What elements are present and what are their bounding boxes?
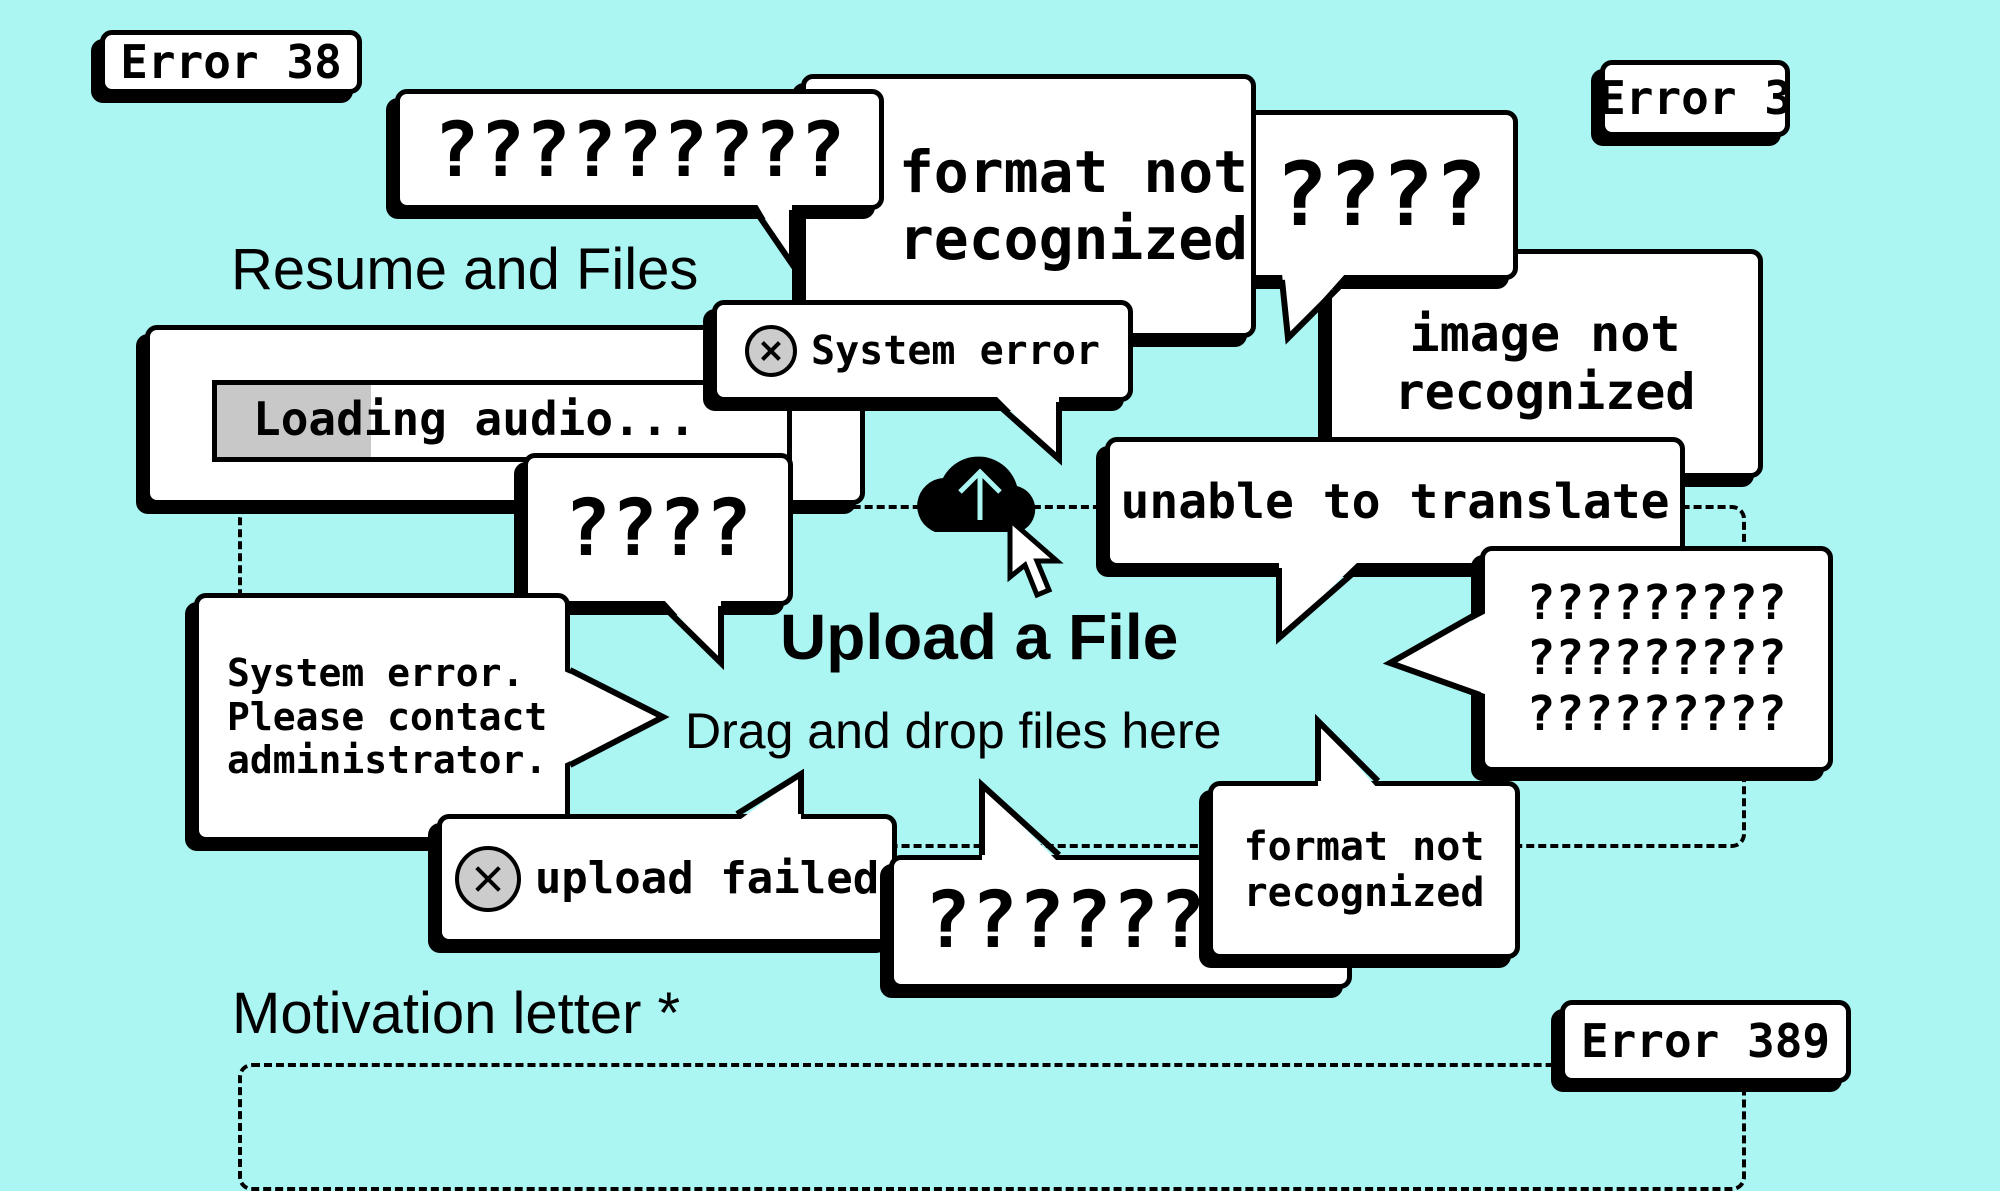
system-error-toast: System error bbox=[712, 300, 1133, 466]
bubble-tail bbox=[752, 201, 795, 274]
bubble-text: format not bbox=[1243, 824, 1485, 870]
cloud-upload-icon[interactable] bbox=[905, 432, 1055, 582]
unable-to-translate-bubble: unable to translate bbox=[1105, 437, 1685, 645]
bubble-text: Please contact bbox=[227, 694, 548, 739]
upload-failed-toast: upload failed bbox=[437, 768, 897, 944]
question-bubble-top: ????????? bbox=[395, 89, 884, 274]
bubble-text: System error. bbox=[227, 650, 525, 695]
bubble-text: ????????? bbox=[1526, 630, 1787, 687]
bubble-tail bbox=[660, 599, 724, 671]
question-bubble-multiline: ????????? ????????? ????????? bbox=[1382, 546, 1833, 772]
loading-label: Loading audio... bbox=[253, 392, 697, 446]
bubble-tail bbox=[1276, 561, 1361, 645]
bubble-text: recognized bbox=[898, 205, 1249, 273]
close-circle-icon[interactable] bbox=[745, 325, 797, 377]
resume-heading: Resume and Files bbox=[231, 237, 699, 302]
bubble-text: image not bbox=[1409, 305, 1681, 363]
error-389-box: Error 389 bbox=[1560, 1000, 1851, 1083]
bubble-tail bbox=[1279, 273, 1349, 345]
bubble-text: System error bbox=[811, 328, 1100, 374]
bubble-tail bbox=[979, 778, 1062, 863]
bubble-text: recognized bbox=[1243, 870, 1485, 916]
bubble-text: ????????? bbox=[433, 104, 846, 194]
system-error-contact-bubble: System error. Please contact administrat… bbox=[194, 593, 670, 842]
question-bubble-right: ???? bbox=[1244, 110, 1518, 345]
progress-fill bbox=[217, 385, 371, 457]
bubble-tail bbox=[562, 667, 670, 768]
upload-hint: Drag and drop files here bbox=[685, 703, 1222, 759]
close-circle-icon[interactable] bbox=[454, 846, 521, 912]
bubble-text: ????????? bbox=[1526, 575, 1787, 632]
question-bubble-bottom: ?????? bbox=[889, 778, 1352, 989]
bubble-text: ????????? bbox=[1526, 685, 1787, 742]
question-bubble-left: ???? bbox=[523, 453, 793, 671]
bubble-text: recognized bbox=[1394, 362, 1696, 421]
bubble-tail bbox=[1315, 713, 1381, 789]
bubble-text: format not bbox=[898, 138, 1249, 207]
bubble-text: administrator. bbox=[227, 738, 548, 783]
error-38-box: Error 38 bbox=[100, 30, 362, 94]
loading-progress-bar: Loading audio... bbox=[212, 380, 792, 462]
format-not-recognized-bubble-small: format not recognized bbox=[1208, 713, 1520, 959]
bubble-tail bbox=[735, 768, 804, 822]
bubble-tail bbox=[1382, 609, 1488, 698]
bubble-tail bbox=[993, 395, 1062, 466]
bubble-text: upload failed bbox=[534, 852, 880, 904]
motivation-heading: Motivation letter * bbox=[232, 981, 681, 1046]
upload-title: Upload a File bbox=[780, 601, 1179, 673]
motivation-textarea[interactable] bbox=[238, 1063, 1746, 1191]
error-3-box: Error 3 bbox=[1598, 60, 1792, 137]
bubble-text: ?????? bbox=[924, 876, 1206, 967]
bubble-text: ???? bbox=[1275, 143, 1487, 247]
cursor-arrow-icon bbox=[1007, 515, 1064, 599]
bubble-text: ???? bbox=[564, 483, 752, 574]
bubble-text: unable to translate bbox=[1120, 473, 1670, 530]
